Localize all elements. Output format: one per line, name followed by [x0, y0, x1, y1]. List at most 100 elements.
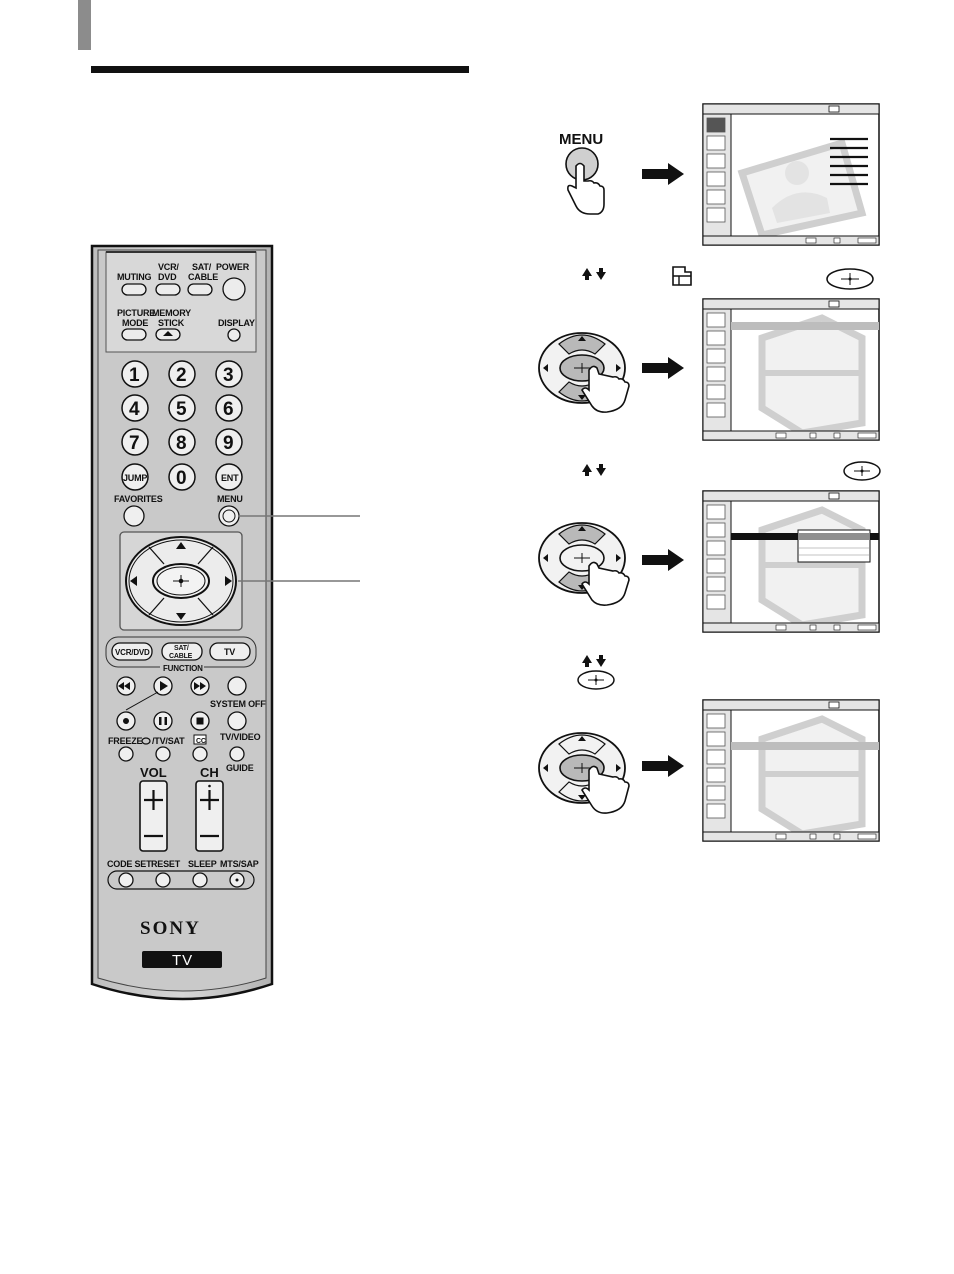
number-pad: 1 2 3 4 5 6 7 8 9 JUMP 0 ENT [121, 360, 243, 491]
play-icon [160, 681, 168, 691]
sat-cable-button[interactable] [187, 283, 213, 296]
digit-4-button[interactable] [121, 394, 149, 422]
digit-0-button[interactable] [168, 463, 196, 491]
eject-icon [163, 331, 173, 336]
enter-button-icon-3 [577, 670, 615, 690]
display-label: DISPLAY [218, 318, 255, 328]
mts-sap-label: MTS/SAP [220, 859, 259, 869]
step4-joystick-press [538, 732, 630, 814]
function-label: FUNCTION [163, 664, 203, 673]
arrow-down-icon [176, 613, 186, 620]
digit-5-label: 5 [176, 399, 187, 420]
digit-6-label: 6 [223, 399, 234, 420]
muting-button[interactable] [121, 283, 147, 296]
muting-label: MUTING [117, 272, 151, 282]
func-sat-cable-button[interactable] [161, 642, 203, 661]
vcr-dvd-label-2: DVD [158, 272, 177, 282]
digit-2-button[interactable] [168, 360, 196, 388]
sony-logo: SONY [140, 918, 201, 939]
code-set-label: CODE SET [107, 859, 152, 869]
digit-5-button[interactable] [168, 394, 196, 422]
freeze-symbol-icon [141, 737, 151, 745]
digit-1-label: 1 [129, 365, 140, 386]
favorites-label: FAVORITES [114, 494, 163, 504]
digit-8-label: 8 [176, 433, 187, 454]
jump-label: JUMP [123, 473, 147, 483]
reset-button[interactable] [155, 872, 171, 888]
channel-plus-icon [200, 790, 219, 810]
updown-arrows-icon-3 [582, 655, 606, 667]
pointing-hand-icon [567, 162, 605, 215]
power-button[interactable] [222, 277, 246, 301]
favorites-button[interactable] [123, 505, 145, 527]
vcr-dvd-button[interactable] [155, 283, 181, 296]
tv-sat-button[interactable] [155, 746, 171, 762]
picture-mode-label-2: MODE [122, 318, 148, 328]
digit-1-button[interactable] [121, 360, 149, 388]
arrow-left-icon [130, 576, 137, 586]
fast-forward-icon [194, 682, 206, 690]
menu-label: MENU [217, 494, 243, 504]
step-arrow-2 [642, 357, 684, 379]
func-vcr-dvd-button[interactable] [111, 642, 153, 661]
tv-screen-step3 [702, 490, 880, 633]
freeze-label: FREEZE [108, 736, 143, 746]
digit-9-button[interactable] [215, 428, 243, 456]
freeze-button[interactable] [118, 746, 134, 762]
updown-arrows-icon-2 [582, 464, 606, 476]
func-vcr-dvd-label: VCR/DVD [115, 648, 150, 657]
menu-button[interactable] [218, 505, 240, 527]
digit-3-label: 3 [223, 365, 234, 386]
func-tv-label: TV [224, 647, 235, 657]
enter-button-icon-2 [843, 461, 881, 481]
picture-mode-label-1: PICTURE [117, 308, 155, 318]
cc-button[interactable] [192, 746, 208, 762]
tv-sat-label: /TV/SAT [152, 736, 185, 746]
tv-video-button[interactable] [229, 746, 245, 762]
digit-4-label: 4 [129, 399, 140, 420]
crosshair-icon [173, 575, 189, 587]
tv-video-label: TV/VIDEO [220, 732, 261, 742]
sat-cable-label-1: SAT/ [192, 262, 212, 272]
ent-label: ENT [221, 473, 239, 483]
guide-label: GUIDE [226, 763, 254, 773]
enter-button-icon-1 [826, 268, 874, 290]
step-arrow-1 [642, 163, 684, 185]
display-button[interactable] [227, 328, 241, 342]
tv-screen-step1 [702, 103, 880, 246]
record-icon [123, 718, 129, 724]
ent-button[interactable] [215, 463, 243, 491]
func-sat-label-1: SAT/ [174, 645, 189, 652]
digit-7-label: 7 [129, 433, 140, 454]
tv-screen-step2 [702, 298, 880, 441]
pause-button[interactable] [153, 711, 173, 731]
volume-rocker[interactable] [139, 780, 168, 852]
code-set-button[interactable] [118, 872, 134, 888]
digit-0-label: 0 [176, 468, 187, 489]
digit-9-label: 9 [223, 433, 234, 454]
power-label: POWER [216, 262, 250, 272]
memory-stick-label-2: STICK [158, 318, 185, 328]
sleep-button[interactable] [192, 872, 208, 888]
func-sat-label-2: CABLE [169, 653, 193, 660]
step2-joystick-press [538, 332, 630, 413]
digit-3-button[interactable] [215, 360, 243, 388]
channel-rocker[interactable] [195, 780, 224, 852]
vcr-dvd-label-1: VCR/ [158, 262, 179, 272]
blank-button[interactable] [227, 676, 247, 696]
digit-6-button[interactable] [215, 394, 243, 422]
arrow-up-icon [176, 542, 186, 549]
step1-menu-label: MENU [559, 131, 603, 148]
stop-icon [196, 717, 204, 725]
step-arrow-3 [642, 549, 684, 571]
func-tv-button[interactable] [209, 642, 251, 661]
updown-arrows-icon-1 [582, 268, 606, 280]
system-off-button[interactable] [227, 711, 247, 731]
digit-7-button[interactable] [121, 428, 149, 456]
jump-button[interactable] [121, 463, 149, 491]
rewind-icon [118, 682, 130, 690]
memory-stick-label-1: MEMORY [152, 308, 191, 318]
picture-mode-button[interactable] [121, 328, 147, 341]
digit-8-button[interactable] [168, 428, 196, 456]
arrow-right-icon [225, 576, 232, 586]
